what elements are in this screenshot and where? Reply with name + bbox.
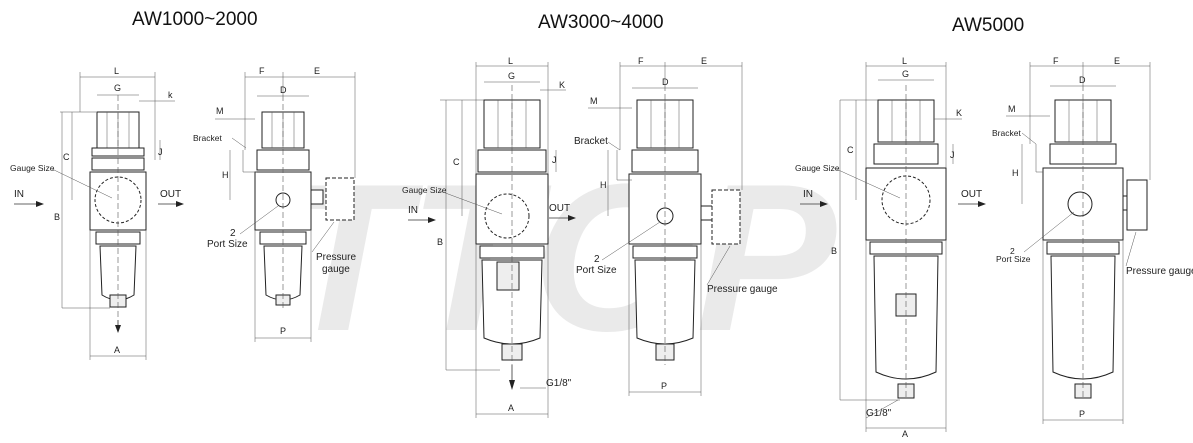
dim-G-3: G xyxy=(902,69,909,79)
dim-G: G xyxy=(114,83,121,93)
dim-M: M xyxy=(216,106,224,116)
title-aw1000-2000: AW1000~2000 xyxy=(132,9,258,30)
gauge-size-label: Gauge Size xyxy=(10,163,55,173)
port-size-label-3: Port Size xyxy=(996,254,1031,264)
dim-G-2: G xyxy=(508,71,515,81)
dim-B-3: B xyxy=(831,246,837,256)
watermark: TTOP xyxy=(280,140,837,375)
dim-H-2: H xyxy=(600,180,607,190)
port-size-label: Port Size xyxy=(207,239,248,250)
dim-E-2: E xyxy=(701,56,707,66)
watermark-text: TTOP xyxy=(280,140,837,375)
dim-K-3: K xyxy=(956,108,962,118)
dim-H-3: H xyxy=(1012,168,1019,178)
aw5000-side-view: F E D M Bracket H 2 Port Size Pressure g… xyxy=(992,56,1193,424)
dim-D: D xyxy=(280,85,287,95)
dim-L: L xyxy=(114,66,119,76)
dim-M-2: M xyxy=(590,96,598,106)
bowl xyxy=(99,245,137,301)
in-label: IN xyxy=(14,189,24,200)
port-num-label-2: 2 xyxy=(594,254,600,265)
dim-M-3: M xyxy=(1008,104,1016,114)
dim-J: J xyxy=(158,147,163,157)
title-aw5000: AW5000 xyxy=(952,15,1024,36)
dim-P: P xyxy=(280,326,286,336)
dim-C-2: C xyxy=(453,157,460,167)
port-size-label-2: Port Size xyxy=(576,265,617,276)
dim-J-2: J xyxy=(552,155,557,165)
dim-L-2: L xyxy=(508,56,513,66)
dim-P-3: P xyxy=(1079,409,1085,419)
out-label: OUT xyxy=(160,189,181,200)
in-label-3: IN xyxy=(803,189,813,200)
bracket-label-2: Bracket xyxy=(574,136,608,147)
aw3000-front-view: L G K C B J A Gauge Size IN OUT G1/8" xyxy=(402,56,576,418)
gauge-size-label-3: Gauge Size xyxy=(795,163,840,173)
dim-B: B xyxy=(54,212,60,222)
bracket-label: Bracket xyxy=(193,133,222,143)
aw3000-side-view: F E D M Bracket H 2 Port Size Pressure g… xyxy=(574,56,778,396)
dim-k: k xyxy=(168,90,173,100)
dim-J-3: J xyxy=(950,150,955,160)
dim-E: E xyxy=(314,66,320,76)
title-aw3000-4000: AW3000~4000 xyxy=(538,12,664,33)
dim-K-2: K xyxy=(559,80,565,90)
dim-C: C xyxy=(63,152,70,162)
dim-H: H xyxy=(222,170,229,180)
dim-D-2: D xyxy=(662,77,669,87)
pressure-gauge-label-3: Pressure gauge xyxy=(1126,266,1193,277)
dim-F-2: F xyxy=(638,56,644,66)
out-label-3: OUT xyxy=(961,189,982,200)
dim-D-3: D xyxy=(1079,75,1086,85)
aw1000-front-view: L G k C B J A Gauge Size IN OUT xyxy=(10,66,184,360)
dim-F: F xyxy=(259,66,265,76)
port-num-label-3: 2 xyxy=(1010,246,1015,256)
drain-label-2: G1/8" xyxy=(546,378,572,389)
aw5000-front-view: L G K C B J A Gauge Size IN OUT G1/8" xyxy=(795,56,986,439)
dim-P-2: P xyxy=(661,381,667,391)
gauge-size-label-2: Gauge Size xyxy=(402,185,447,195)
drain-label-3: G1/8" xyxy=(866,408,892,419)
pressure-gauge-label-2: Pressure gauge xyxy=(707,284,778,295)
dim-A-2: A xyxy=(508,403,514,413)
pressure-label: Pressure xyxy=(316,252,356,263)
dim-A-3: A xyxy=(902,429,908,438)
bracket-label-3: Bracket xyxy=(992,128,1021,138)
gauge-label: gauge xyxy=(322,264,350,275)
dim-E-3: E xyxy=(1114,56,1120,66)
aw1000-side-view: F E D M Bracket H 2 Port Size Pressure g… xyxy=(193,66,356,342)
dim-A: A xyxy=(114,345,120,355)
dim-B-2: B xyxy=(437,237,443,247)
dim-L-3: L xyxy=(902,56,907,66)
in-label-2: IN xyxy=(408,205,418,216)
port-num-label: 2 xyxy=(230,228,236,239)
dim-F-3: F xyxy=(1053,56,1059,66)
out-label-2: OUT xyxy=(549,203,570,214)
dim-C-3: C xyxy=(847,145,854,155)
